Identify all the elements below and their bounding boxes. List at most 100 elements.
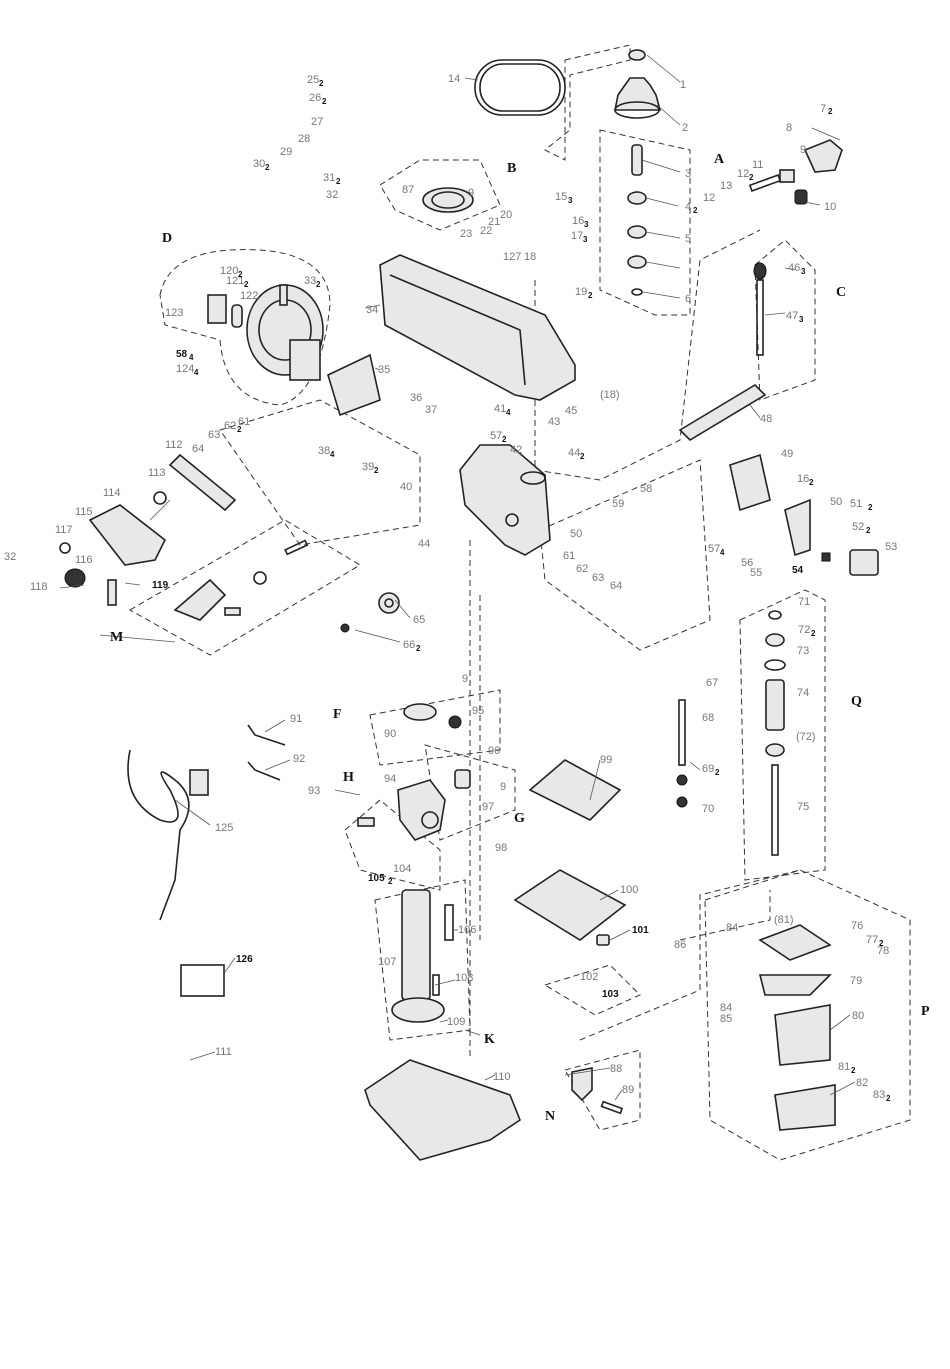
group-d: D <box>162 231 172 246</box>
label-9-column: 9 <box>462 673 468 685</box>
label-18-ref: (18) <box>600 389 620 401</box>
label-42: 42 <box>510 444 522 456</box>
label-113: 113 <box>148 467 166 479</box>
quantity-subscripts: 2 3 3 3 2 2 2 2 2 2 4 2 4 2 3 3 2 2 2 4 … <box>189 79 891 1103</box>
label-49: 49 <box>781 448 793 460</box>
hex-wrenches <box>247 724 286 781</box>
label-84-lower: 84 <box>720 1002 732 1014</box>
label-16: 16 <box>572 215 584 227</box>
label-70: 70 <box>702 803 714 815</box>
label-16-lower: 16 <box>797 473 809 485</box>
qty-105: 2 <box>388 877 393 886</box>
qty-41: 4 <box>506 408 511 417</box>
label-57-lower: 57 <box>708 543 720 555</box>
label-23: 23 <box>460 228 472 240</box>
label-117: 117 <box>55 524 73 536</box>
qty-15: 3 <box>568 196 573 205</box>
label-67: 67 <box>706 677 718 689</box>
label-85: 85 <box>720 1013 732 1025</box>
qty-52: 2 <box>866 526 871 535</box>
label-91: 91 <box>290 713 302 725</box>
qty-66: 2 <box>416 644 421 653</box>
label-77: 77 <box>866 934 878 946</box>
spindle-shaft-c <box>753 262 767 356</box>
label-76: 76 <box>851 920 863 932</box>
label-22: 22 <box>480 225 492 237</box>
label-120: 120 <box>220 265 238 277</box>
qty-121: 2 <box>244 280 249 289</box>
label-36: 36 <box>410 392 422 404</box>
label-58-left: 58 <box>176 349 188 360</box>
qty-69: 2 <box>715 768 720 777</box>
label-118: 118 <box>30 581 48 593</box>
label-108: 108 <box>455 972 473 984</box>
label-69: 69 <box>702 763 714 775</box>
label-63-right: 63 <box>592 572 604 584</box>
qty-47: 3 <box>799 315 804 324</box>
qty-44: 2 <box>580 452 585 461</box>
label-107: 107 <box>378 956 396 968</box>
label-53: 53 <box>885 541 897 553</box>
spring-68 <box>676 699 688 808</box>
label-15: 15 <box>555 191 567 203</box>
spindle-sleeve-parts <box>627 144 647 296</box>
label-126: 126 <box>236 954 253 965</box>
label-9-bracket: 9 <box>500 781 506 793</box>
label-57-upper: 57 <box>490 430 502 442</box>
qty-57-lower: 4 <box>720 548 725 557</box>
group-f: F <box>333 707 342 722</box>
label-34: 34 <box>366 304 378 316</box>
label-93: 93 <box>308 785 320 797</box>
label-103: 103 <box>602 989 619 1000</box>
label-4: 4 <box>685 201 691 213</box>
group-c: C <box>836 285 846 300</box>
label-52: 52 <box>852 521 864 533</box>
label-92: 92 <box>293 753 305 765</box>
label-122: 122 <box>240 290 258 302</box>
base <box>364 1059 521 1161</box>
label-86: 86 <box>674 939 686 951</box>
label-95: 95 <box>472 705 484 717</box>
label-124: 124 <box>176 363 194 375</box>
qty-72: 2 <box>811 629 816 638</box>
label-59: 59 <box>612 498 624 510</box>
group-k: K <box>484 1032 495 1047</box>
qty-16-lower: 2 <box>809 478 814 487</box>
label-18: 18 <box>524 251 536 263</box>
qty-77: 2 <box>879 939 884 948</box>
label-25: 25 <box>307 74 319 86</box>
label-74: 74 <box>797 687 809 699</box>
label-50-right: 50 <box>830 496 842 508</box>
label-89: 89 <box>622 1084 634 1096</box>
qty-33: 2 <box>316 280 321 289</box>
label-44-right: 44 <box>568 447 580 459</box>
group-a: A <box>714 152 725 167</box>
label-80: 80 <box>852 1010 864 1022</box>
motor-bracket <box>327 353 381 417</box>
label-62-left: 62 <box>224 420 236 432</box>
group-letters: A B C D F G H K M N P Q <box>110 152 930 1124</box>
label-83: 83 <box>873 1089 885 1101</box>
label-106: 106 <box>458 924 476 936</box>
motor <box>207 284 324 381</box>
label-116: 116 <box>75 554 93 566</box>
label-2: 2 <box>682 122 688 134</box>
label-9-pulley: 9 <box>468 187 474 199</box>
power-cord <box>127 749 209 921</box>
label-13: 13 <box>720 180 732 192</box>
qty-30: 2 <box>265 163 270 172</box>
label-39: 39 <box>362 461 374 473</box>
qty-57-upper: 2 <box>502 435 507 444</box>
qty-7: 2 <box>828 107 833 116</box>
label-35: 35 <box>378 364 390 376</box>
label-55: 55 <box>750 567 762 579</box>
label-115: 115 <box>75 506 93 518</box>
label-68: 68 <box>702 712 714 724</box>
label-71: 71 <box>798 596 810 608</box>
column-collar-parts <box>340 592 400 633</box>
label-20: 20 <box>500 209 512 221</box>
label-109: 109 <box>447 1016 465 1028</box>
label-48: 48 <box>760 413 772 425</box>
qty-83: 2 <box>886 1094 891 1103</box>
